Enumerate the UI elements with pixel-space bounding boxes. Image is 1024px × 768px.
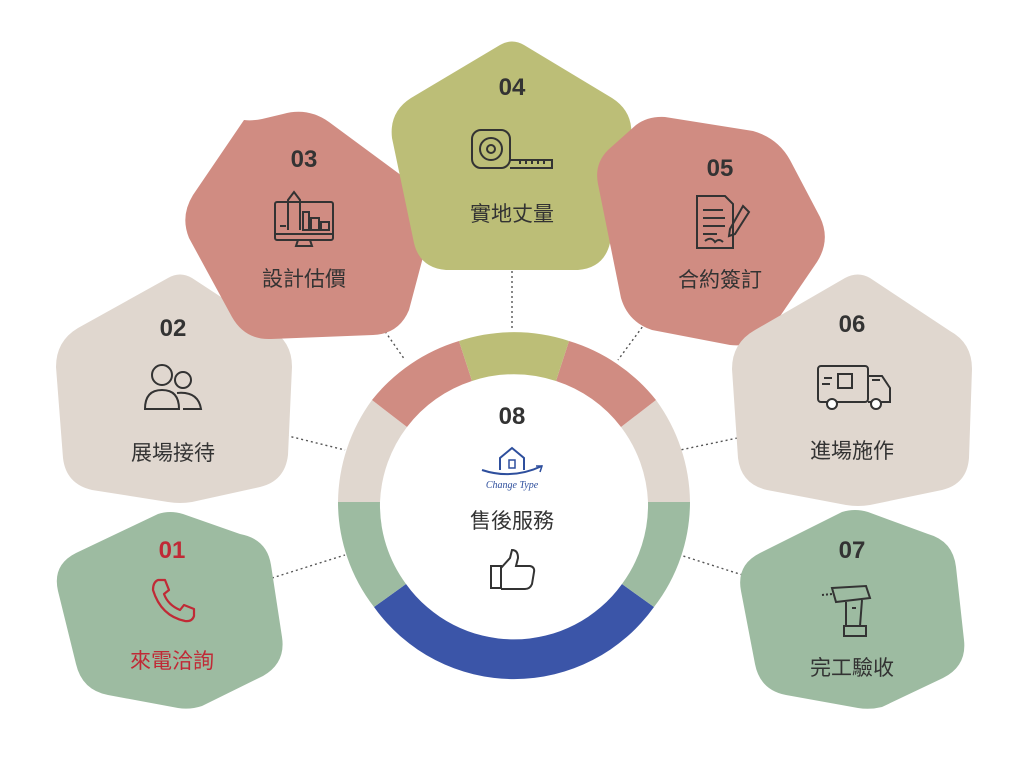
ring-segment-green-right bbox=[622, 502, 690, 607]
drill-icon bbox=[821, 584, 872, 637]
step-01-label: 來電洽詢 bbox=[130, 649, 214, 673]
logo-text: Change Type bbox=[486, 480, 539, 491]
step-02-label: 展場接待 bbox=[131, 441, 215, 465]
ring-segment-pink-left bbox=[372, 341, 472, 427]
pentagon-06 bbox=[732, 274, 972, 506]
step-07-number: 07 bbox=[839, 537, 866, 564]
step-01 bbox=[56, 512, 283, 709]
step-04-number: 04 bbox=[499, 74, 526, 101]
step-01-number: 01 bbox=[159, 537, 186, 564]
step-04-label: 實地丈量 bbox=[470, 202, 554, 226]
ring-inner-circle bbox=[382, 375, 646, 639]
pentagon-02 bbox=[56, 274, 292, 503]
step-05-number: 05 bbox=[707, 155, 734, 182]
step-03-label: 設計估價 bbox=[262, 267, 346, 291]
step-05-label: 合約簽訂 bbox=[678, 268, 762, 292]
phone-icon bbox=[151, 578, 196, 623]
ring-segment-beige-right bbox=[621, 400, 690, 502]
ring-segment-blue bbox=[374, 584, 654, 680]
ring-segment-olive bbox=[459, 332, 569, 381]
pentagon-01 bbox=[56, 512, 283, 709]
connector-06 bbox=[679, 434, 753, 451]
step-05 bbox=[597, 116, 825, 346]
step-02-number: 02 bbox=[160, 315, 187, 342]
center-number: 08 bbox=[499, 403, 526, 430]
step-03-number: 03 bbox=[291, 146, 318, 173]
pentagon-07 bbox=[740, 510, 965, 709]
connector-01 bbox=[271, 554, 346, 579]
contract-icon bbox=[696, 195, 751, 249]
tape-measure-icon bbox=[471, 129, 553, 169]
truck-icon bbox=[817, 365, 891, 410]
step-07 bbox=[740, 510, 965, 709]
step-06-label: 進場施作 bbox=[810, 439, 894, 463]
step-04 bbox=[391, 41, 632, 270]
design-monitor-icon bbox=[274, 190, 334, 247]
change-type-logo: Change Type bbox=[481, 446, 544, 491]
step-02 bbox=[56, 274, 292, 503]
step-06-number: 06 bbox=[839, 311, 866, 338]
ring-segment-beige-left bbox=[338, 400, 407, 502]
thumbs-up-icon bbox=[490, 548, 536, 590]
step-07-label: 完工驗收 bbox=[810, 656, 894, 680]
ring-segment-green-left bbox=[338, 502, 406, 607]
pentagon-04 bbox=[391, 41, 632, 270]
center-label: 售後服務 bbox=[470, 509, 554, 533]
center-ring bbox=[338, 332, 690, 680]
people-icon bbox=[143, 364, 203, 410]
pentagon-05 bbox=[597, 116, 825, 346]
ring-segment-pink-right bbox=[556, 341, 656, 427]
step-06 bbox=[732, 274, 972, 506]
